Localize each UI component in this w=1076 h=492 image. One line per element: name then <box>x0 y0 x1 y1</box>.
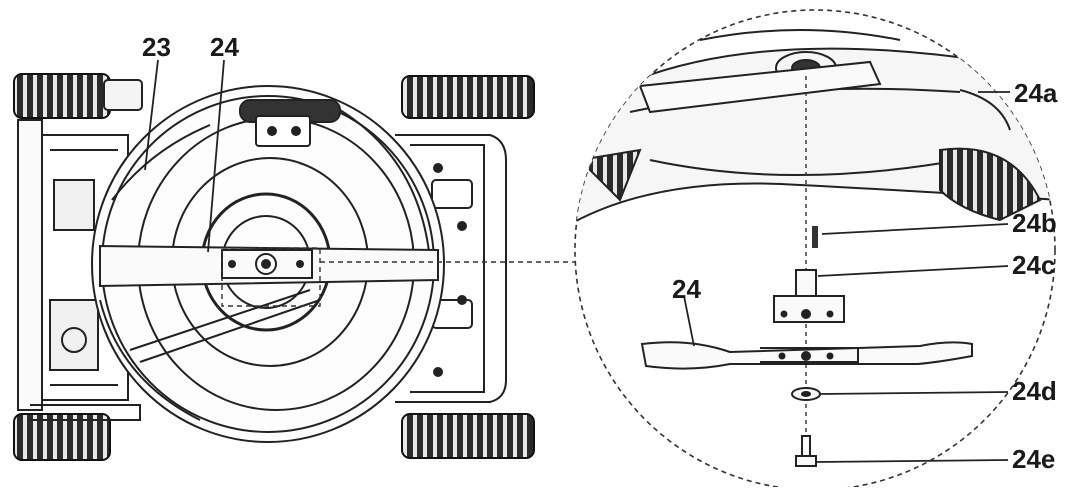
front-left-wheel <box>13 413 111 461</box>
bolt <box>795 435 817 467</box>
mower-underside-view <box>13 73 535 461</box>
label-blade-detail: 24 <box>672 274 701 304</box>
front-right-wheel <box>401 413 535 459</box>
label-blade-adapter: 24c <box>1012 250 1056 280</box>
rear-right-wheel <box>401 75 535 119</box>
leaders-left <box>144 59 225 253</box>
handle-frame <box>17 119 141 421</box>
blade-detail <box>640 341 973 370</box>
deck-section <box>575 29 1055 232</box>
pin <box>812 226 818 248</box>
leaders-right <box>683 91 1010 463</box>
detail-connector <box>221 247 576 307</box>
blade-adapter <box>773 269 845 323</box>
detail-view <box>574 9 1056 491</box>
label-deck: 23 <box>142 32 171 62</box>
label-blade-left: 24 <box>210 32 239 62</box>
washer <box>791 387 821 401</box>
rear-left-wheel <box>13 73 143 119</box>
blade-left <box>99 244 439 288</box>
label-blade-adapter-housing: 24a <box>1014 78 1058 108</box>
label-pin: 24b <box>1012 208 1057 238</box>
label-washer: 24d <box>1012 376 1057 406</box>
front-bumper <box>395 134 507 403</box>
label-bolt: 24e <box>1012 444 1056 474</box>
